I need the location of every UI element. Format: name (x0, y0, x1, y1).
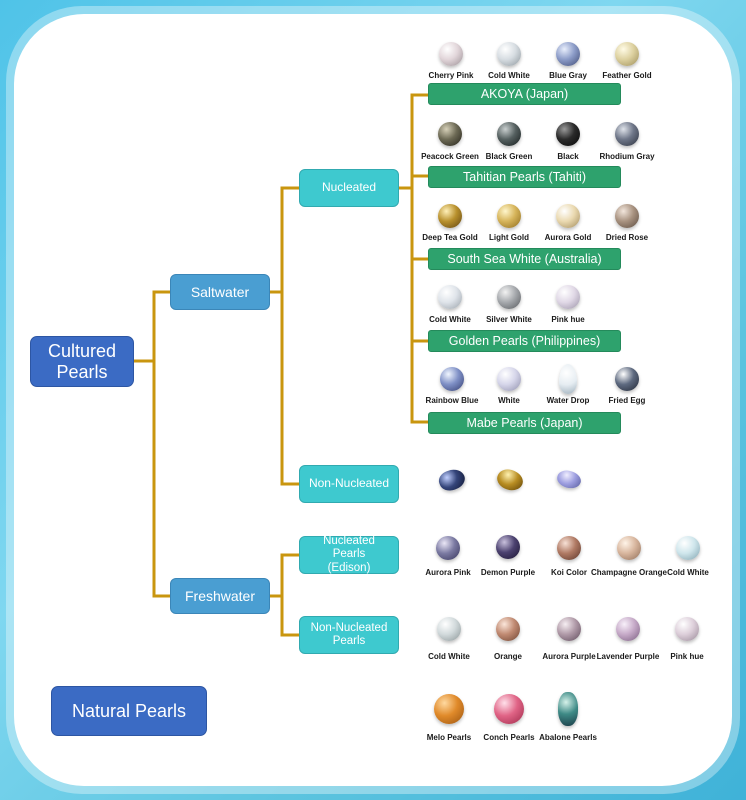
pearl-peacock-green-icon (438, 122, 462, 146)
node-tahitian: Tahitian Pearls (Tahiti) (428, 166, 621, 188)
pearl-label: Water Drop (546, 396, 590, 405)
connector-freshwater (268, 553, 301, 637)
pearl-label: Pink hue (670, 652, 704, 661)
pearl-fried-egg-icon (615, 367, 639, 391)
node-salt-non-nucleated: Non-Nucleated (299, 465, 399, 503)
connector-saltwater (268, 186, 301, 486)
pearl-label: Rainbow Blue (425, 396, 479, 405)
pearl-label: Pink hue (551, 315, 585, 324)
pearl-rainbow-blue-icon (440, 367, 464, 391)
node-akoya: AKOYA (Japan) (428, 83, 621, 105)
pearl-lavender-purple-icon (616, 617, 640, 641)
pearl-deep-tea-gold-icon (438, 204, 462, 228)
pearl-cold-white-icon (437, 617, 461, 641)
node-fresh-non-nucleated: Non-Nucleated Pearls (299, 616, 399, 654)
connector-nucleated (397, 93, 430, 424)
pearl-label: Aurora Gold (544, 233, 592, 242)
node-natural-pearls: Natural Pearls (51, 686, 207, 736)
pearl-label: Aurora Pink (425, 568, 471, 577)
node-golden: Golden Pearls (Philippines) (428, 330, 621, 352)
pearl-champagne-orange-icon (617, 536, 641, 560)
pearl-black-green-icon (497, 122, 521, 146)
pearl-label: Blue Gray (549, 71, 587, 80)
pearl-blue-gray-icon (556, 42, 580, 66)
pearl-conch-icon (494, 694, 524, 724)
node-fresh-nucleated: Nucleated Pearls (Edison) (299, 535, 399, 574)
pearl-label: Demon Purple (480, 568, 536, 577)
pearl-label: Conch Pearls (483, 733, 535, 742)
pearl-label: Fried Egg (608, 396, 646, 405)
node-mabe: Mabe Pearls (Japan) (428, 412, 621, 434)
pearl-rhodium-gray-icon (615, 122, 639, 146)
pearl-label: Aurora Purple (542, 652, 596, 661)
pearl-light-gold-icon (497, 204, 521, 228)
pearl-label: Cherry Pink (428, 71, 474, 80)
pearl-silver-white-icon (497, 285, 521, 309)
pearl-label: Light Gold (489, 233, 529, 242)
pearl-demon-purple-icon (496, 535, 520, 559)
node-freshwater: Freshwater (170, 578, 270, 614)
pearl-label: Peacock Green (421, 152, 479, 161)
pearl-cold-white-icon (497, 42, 521, 66)
pearl-label: Melo Pearls (426, 733, 472, 742)
pearl-label: Rhodium Gray (599, 152, 655, 161)
pearl-cold-white-icon (438, 285, 462, 309)
pearl-black-icon (556, 122, 580, 146)
pearl-label: Silver White (486, 315, 532, 324)
pearl-label: Koi Color (551, 568, 587, 577)
pearl-label: Orange (493, 652, 522, 661)
pearl-label: Black (557, 152, 579, 161)
pearl-label: Cold White (428, 652, 470, 661)
pearl-label: White (498, 396, 520, 405)
pearl-label: Cold White (429, 315, 471, 324)
pearl-white-icon (497, 367, 521, 391)
pearl-pink-hue-icon (675, 617, 699, 641)
pearl-water-drop-icon (559, 364, 577, 394)
pearl-label: Abalone Pearls (539, 733, 597, 742)
pearl-aurora-purple-icon (557, 617, 581, 641)
pearl-label: Cold White (488, 71, 530, 80)
pearl-label: Cold White (667, 568, 709, 577)
pearl-orange-icon (496, 617, 520, 641)
connector-cultured (132, 290, 172, 598)
pearl-cold-white-icon (676, 536, 700, 560)
node-salt-nucleated: Nucleated (299, 169, 399, 207)
pearl-label: Lavender Purple (596, 652, 660, 661)
pearl-aurora-pink-icon (436, 536, 460, 560)
pearl-cherry-pink-icon (439, 42, 463, 66)
pearl-dried-rose-icon (615, 204, 639, 228)
pearl-label: Feather Gold (602, 71, 652, 80)
pearl-pink-hue-icon (556, 285, 580, 309)
pearl-label: Dried Rose (605, 233, 649, 242)
pearl-aurora-gold-icon (556, 204, 580, 228)
pearl-label: Champagne Orange (590, 568, 667, 577)
pearl-abalone-icon (558, 692, 578, 726)
pearl-label: Deep Tea Gold (422, 233, 478, 242)
node-saltwater: Saltwater (170, 274, 270, 310)
pearl-melo-icon (434, 694, 464, 724)
pearl-feather-gold-icon (615, 42, 639, 66)
pearl-label: Black Green (485, 152, 533, 161)
node-south-sea: South Sea White (Australia) (428, 248, 621, 270)
diagram-card (14, 14, 732, 786)
pearl-koi-color-icon (557, 536, 581, 560)
node-cultured-pearls: Cultured Pearls (30, 336, 134, 387)
